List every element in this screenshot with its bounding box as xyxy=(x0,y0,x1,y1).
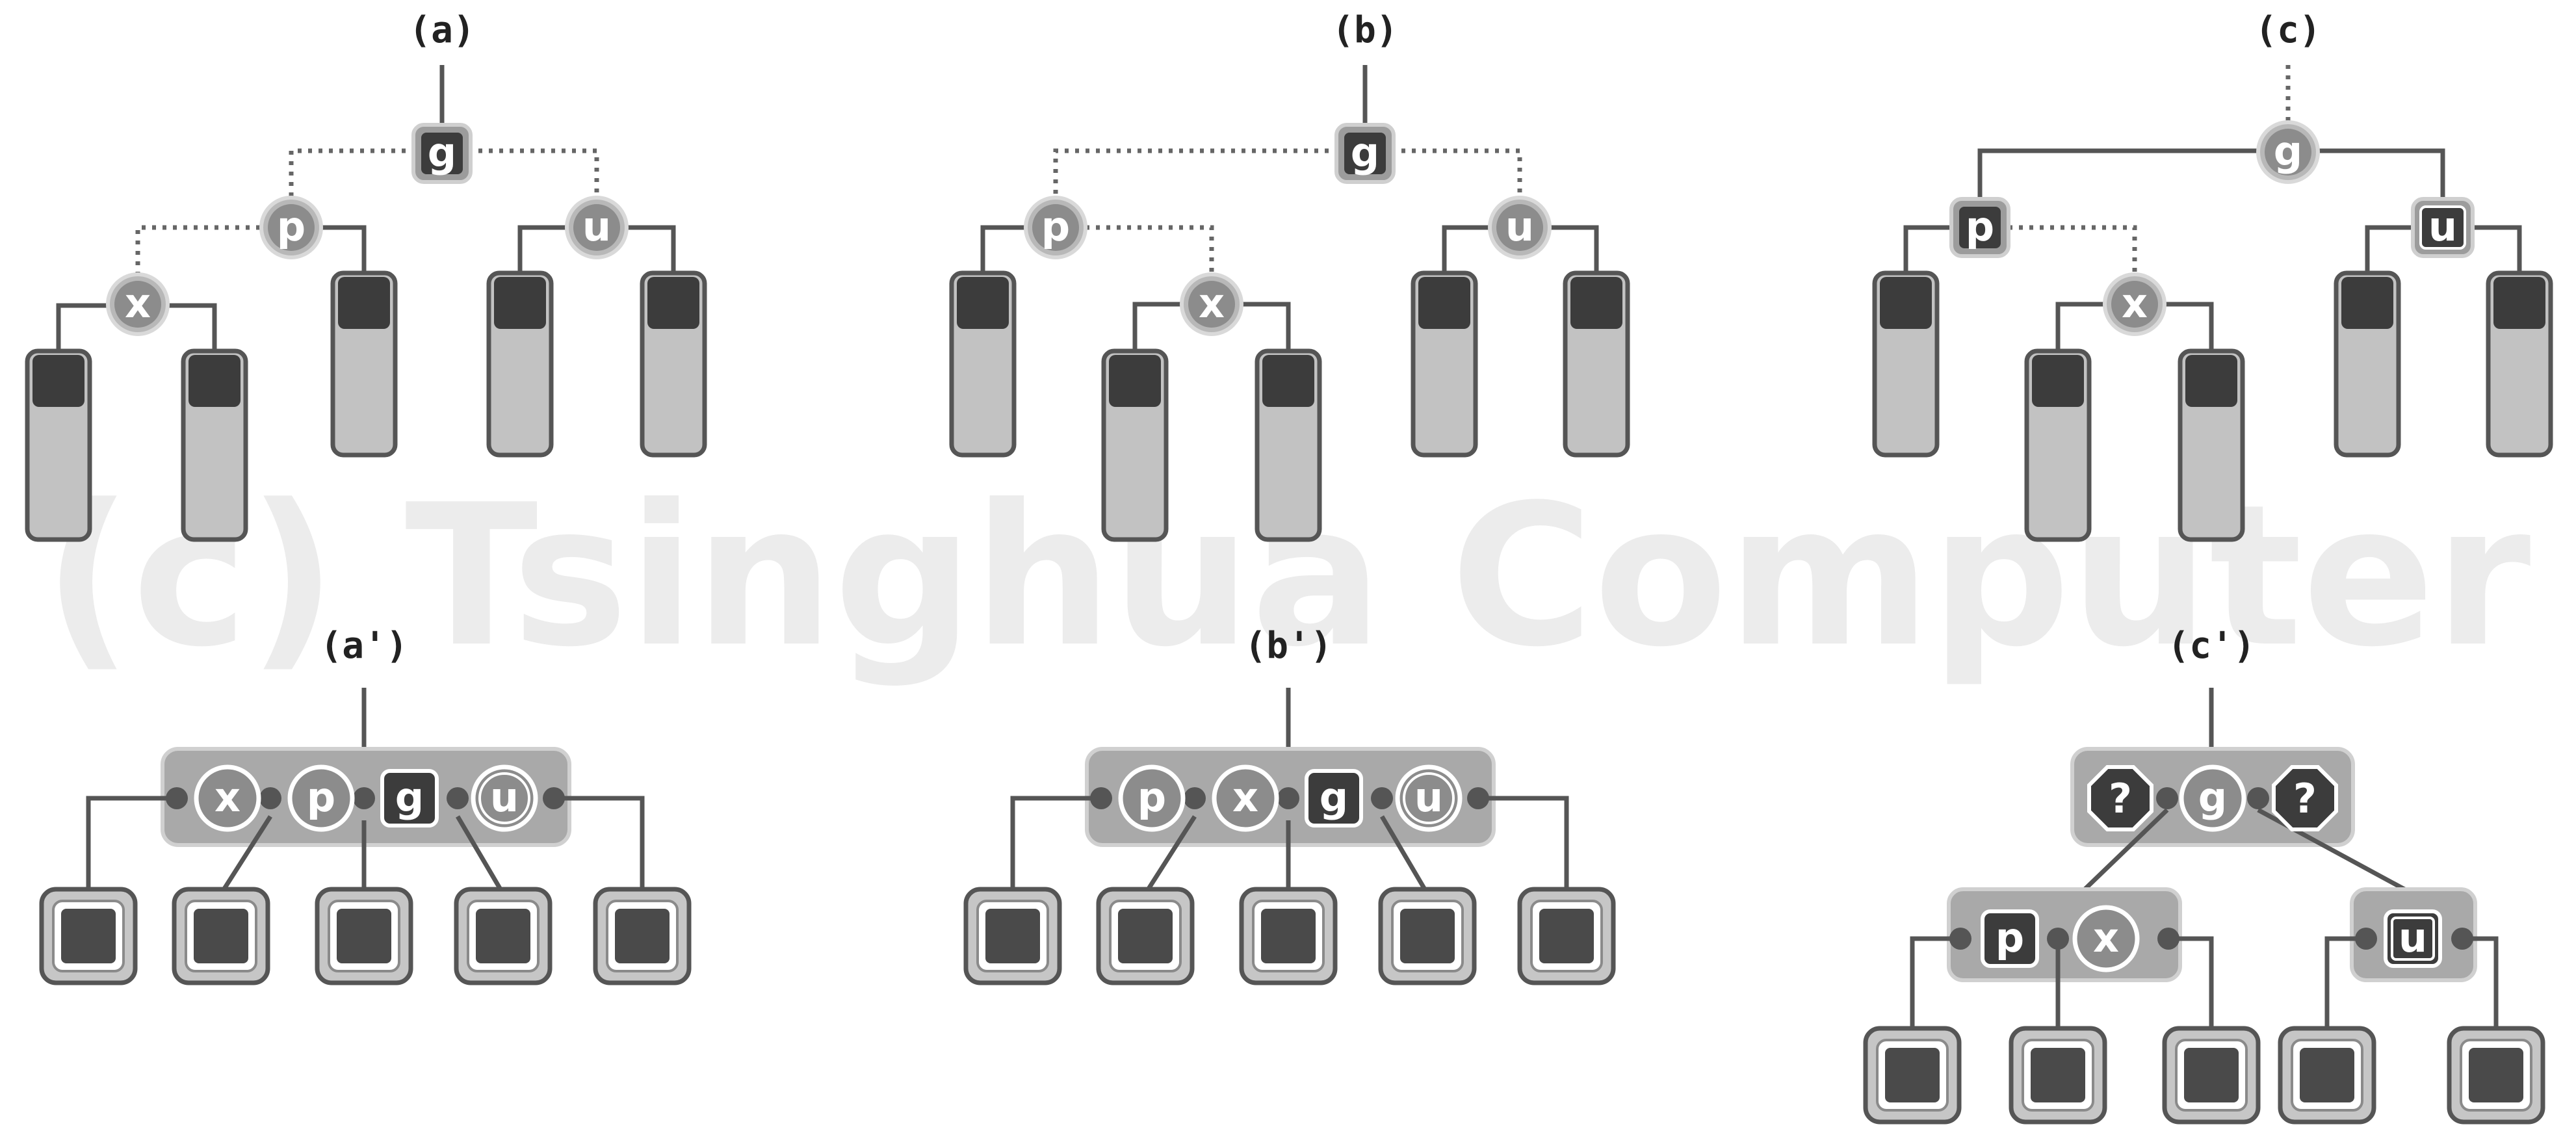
svg-text:p: p xyxy=(277,203,306,250)
svg-text:u: u xyxy=(1414,774,1443,821)
svg-text:x: x xyxy=(215,774,241,821)
key-x: x xyxy=(196,767,259,829)
panel-c-label: (c) xyxy=(2255,9,2321,51)
svg-text:?: ? xyxy=(2109,775,2132,822)
node-p: p xyxy=(1951,199,2009,256)
node-p: p xyxy=(261,198,321,257)
svg-text:p: p xyxy=(1996,914,2024,961)
svg-text:g: g xyxy=(428,129,456,176)
key-unknown-left: ? xyxy=(2089,767,2152,829)
key-p: p xyxy=(290,767,352,829)
svg-text:g: g xyxy=(2198,774,2227,821)
panel-b-prime: (b') p x g u xyxy=(966,625,1613,983)
node-x: x xyxy=(2105,274,2165,334)
node-x: x xyxy=(1182,274,1242,334)
svg-text:g: g xyxy=(1351,129,1379,176)
node-x: x xyxy=(108,274,168,334)
node-g: g xyxy=(2258,122,2318,182)
node-p: p xyxy=(1026,198,1086,257)
svg-text:g: g xyxy=(1320,774,1348,821)
svg-text:u: u xyxy=(582,203,611,250)
panel-b-prime-label: (b') xyxy=(1245,625,1333,667)
svg-text:u: u xyxy=(1505,203,1534,250)
svg-text:p: p xyxy=(1966,203,1994,250)
node-g: g xyxy=(1336,125,1394,182)
panel-a-label: (a) xyxy=(409,9,475,51)
panel-a-prime: (a') x p g u xyxy=(42,625,689,983)
key-p: p xyxy=(1121,767,1183,829)
key-u: u xyxy=(473,767,536,829)
svg-text:p: p xyxy=(307,774,335,821)
svg-text:p: p xyxy=(1041,203,1070,250)
panel-a-prime-label: (a') xyxy=(320,625,408,667)
key-g: g xyxy=(382,771,437,826)
node-u: u xyxy=(2411,197,2475,258)
panel-c-prime: (c') ? g ? p x xyxy=(1866,625,2543,1122)
key-x: x xyxy=(1214,767,1277,829)
svg-text:u: u xyxy=(2428,203,2457,250)
key-unknown-right: ? xyxy=(2274,767,2336,829)
node-u: u xyxy=(567,198,627,257)
node-g: g xyxy=(413,125,471,182)
key-p: p xyxy=(1983,911,2037,966)
key-g: g xyxy=(2181,767,2244,829)
svg-text:g: g xyxy=(2274,127,2302,175)
svg-text:g: g xyxy=(395,774,424,821)
key-x: x xyxy=(2075,907,2137,970)
key-g: g xyxy=(1307,771,1361,826)
panel-c-prime-label: (c') xyxy=(2168,625,2256,667)
panel-b: (b) g p u x xyxy=(952,9,1628,540)
key-u: u xyxy=(2386,911,2440,966)
svg-text:p: p xyxy=(1138,774,1166,821)
panel-c: (c) g p u x xyxy=(1875,9,2551,540)
key-u: u xyxy=(1398,767,1460,829)
panel-a: (a) g p u x xyxy=(27,9,705,540)
svg-text:?: ? xyxy=(2293,775,2317,822)
svg-text:x: x xyxy=(2122,280,2148,327)
svg-text:u: u xyxy=(490,774,519,821)
svg-text:x: x xyxy=(1232,774,1258,821)
svg-text:x: x xyxy=(1199,280,1225,327)
svg-text:x: x xyxy=(2093,914,2119,961)
svg-text:u: u xyxy=(2399,914,2427,961)
svg-text:x: x xyxy=(125,280,151,327)
panel-b-label: (b) xyxy=(1332,9,1398,51)
node-u: u xyxy=(1490,198,1550,257)
